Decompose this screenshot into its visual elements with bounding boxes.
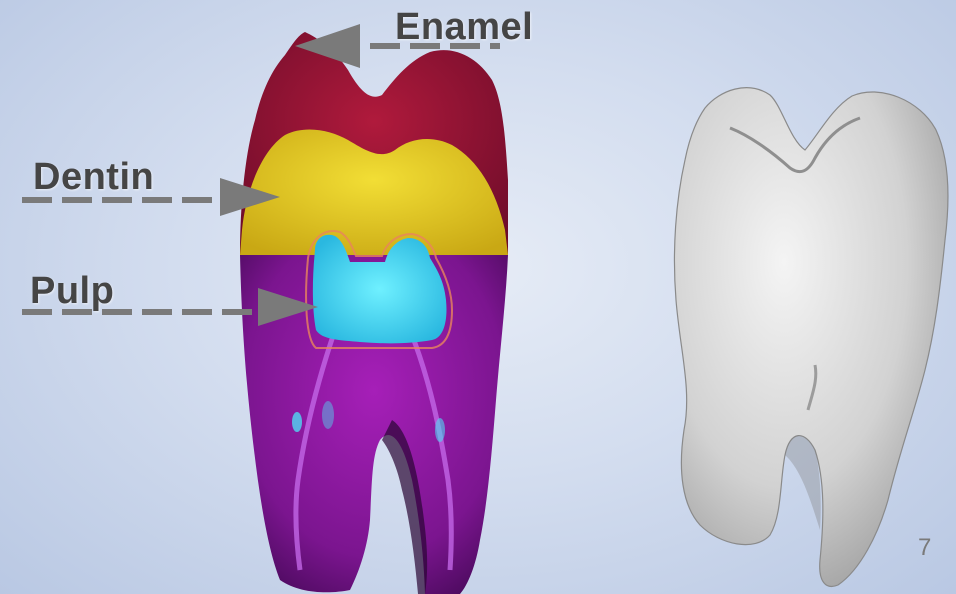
pulp-label: Pulp <box>30 270 114 313</box>
root-pulp-spot <box>322 401 334 429</box>
root-pulp-spot <box>435 418 445 442</box>
dentin-label: Dentin <box>33 156 154 199</box>
root-pulp-spot <box>292 412 302 432</box>
enamel-label: Enamel <box>395 6 533 49</box>
page-number: 7 <box>918 534 931 562</box>
tooth-3d-model <box>674 88 948 587</box>
